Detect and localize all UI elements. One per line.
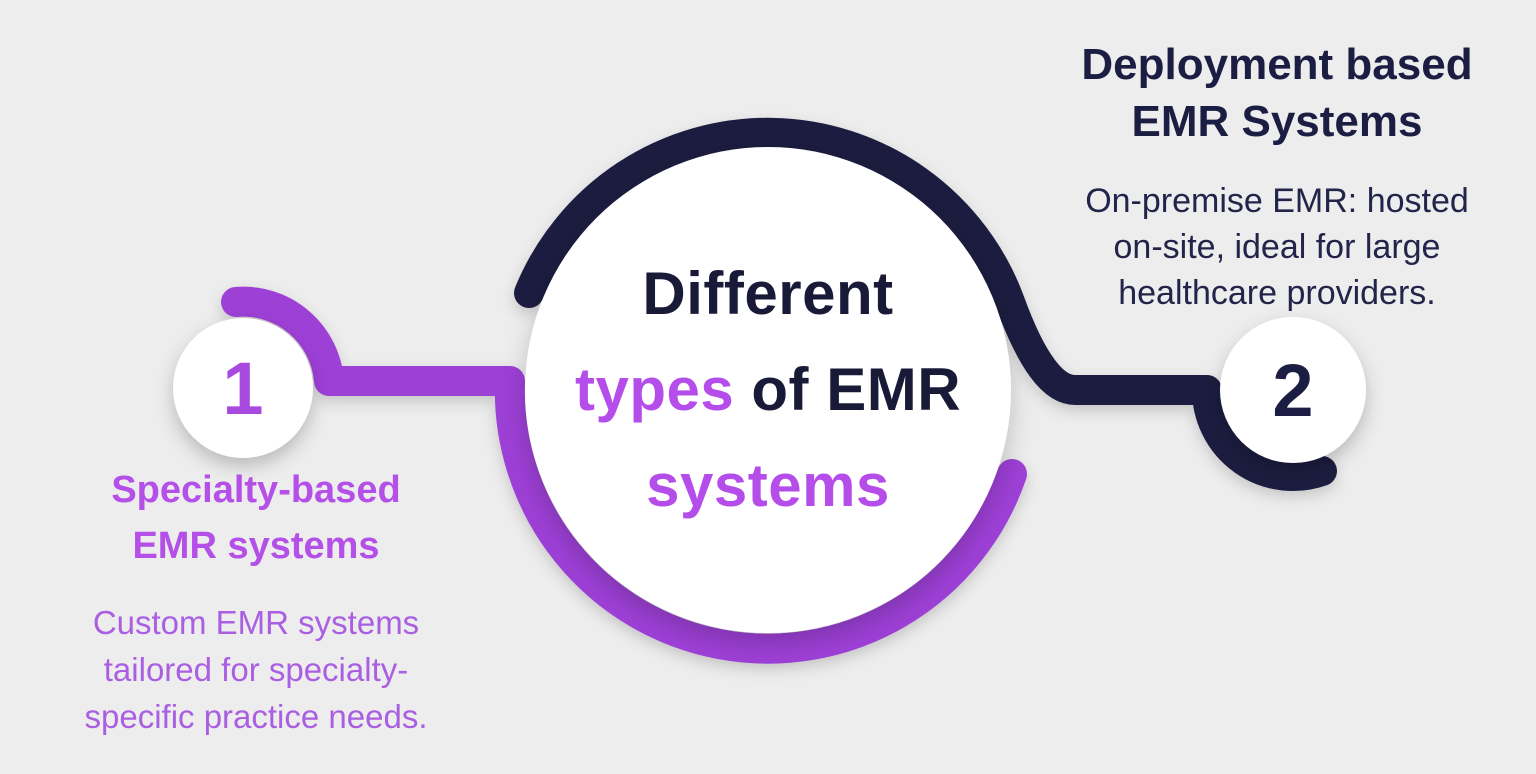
title-line-3: systems xyxy=(646,452,890,519)
deployment-description-line-3: healthcare providers. xyxy=(1118,274,1436,312)
deployment-description-line-1: On-premise EMR: hosted xyxy=(1085,182,1469,220)
title-line-2: types of EMR xyxy=(508,342,1028,438)
title-line-1: Different xyxy=(642,260,894,327)
deployment-description: On-premise EMR: hosted on-site, ideal fo… xyxy=(1042,178,1512,316)
specialty-description: Custom EMR systems tailored for specialt… xyxy=(16,599,496,740)
center-title: Different types of EMR systems xyxy=(508,246,1028,534)
deployment-connector-line xyxy=(514,117,1337,492)
specialty-description-line-3: specific practice needs. xyxy=(84,698,428,735)
step-1-number: 1 xyxy=(222,346,264,430)
specialty-heading: Specialty-based EMR systems xyxy=(46,462,466,574)
step-2-number: 2 xyxy=(1272,348,1314,432)
deployment-heading: Deployment based EMR Systems xyxy=(1057,36,1497,150)
specialty-description-line-1: Custom EMR systems xyxy=(92,604,420,641)
title-word-types: types xyxy=(574,356,735,423)
deployment-heading-line-2: EMR Systems xyxy=(1131,97,1423,146)
specialty-heading-line-1: Specialty-based xyxy=(111,469,401,511)
title-word-of-emr: of EMR xyxy=(734,356,962,423)
deployment-heading-line-1: Deployment based xyxy=(1081,40,1473,89)
specialty-heading-line-2: EMR systems xyxy=(132,525,380,567)
deployment-description-line-2: on-site, ideal for large xyxy=(1113,228,1441,266)
specialty-description-line-2: tailored for specialty- xyxy=(103,651,409,688)
step-2-circle xyxy=(1220,317,1366,463)
specialty-connector-line xyxy=(221,286,1027,664)
step-1-circle xyxy=(173,318,313,458)
center-circle xyxy=(525,147,1011,633)
